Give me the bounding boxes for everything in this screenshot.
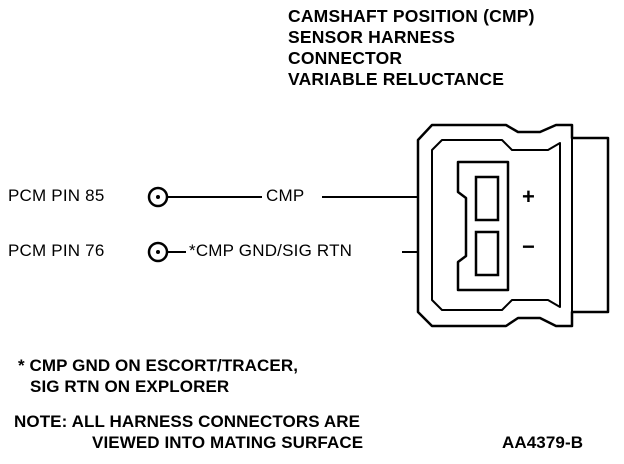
diagram-title: CAMSHAFT POSITION (CMP) SENSOR HARNESS C… <box>288 6 618 90</box>
note-line-2: VIEWED INTO MATING SURFACE <box>92 433 364 452</box>
pcm-pin-85-circle <box>147 186 169 208</box>
wire-cmp-label: CMP <box>265 186 306 206</box>
pcm-pin-76-circle <box>147 241 169 263</box>
terminal-minus-symbol: − <box>522 234 535 259</box>
wire-cmp-gnd-label: *CMP GND/SIG RTN <box>188 241 354 261</box>
terminal-plus-symbol: + <box>522 184 535 209</box>
connector-body <box>416 123 610 328</box>
pcm-pin-76-label: PCM PIN 76 <box>8 241 105 260</box>
terminal-minus <box>474 230 500 277</box>
title-line-3: CONNECTOR <box>288 48 403 68</box>
footnote-line-2: SIG RTN ON EXPLORER <box>30 377 230 396</box>
note-line-1: NOTE: ALL HARNESS CONNECTORS ARE <box>14 412 361 431</box>
footnote-line-1: * CMP GND ON ESCORT/TRACER, <box>18 356 299 375</box>
title-line-1: CAMSHAFT POSITION (CMP) <box>288 6 535 26</box>
pcm-pin-85-label: PCM PIN 85 <box>8 186 105 205</box>
figure-id: AA4379-B <box>502 433 584 452</box>
title-line-2: SENSOR HARNESS <box>288 27 456 47</box>
terminal-plus <box>474 175 500 222</box>
title-line-4: VARIABLE RELUCTANCE <box>288 69 505 89</box>
